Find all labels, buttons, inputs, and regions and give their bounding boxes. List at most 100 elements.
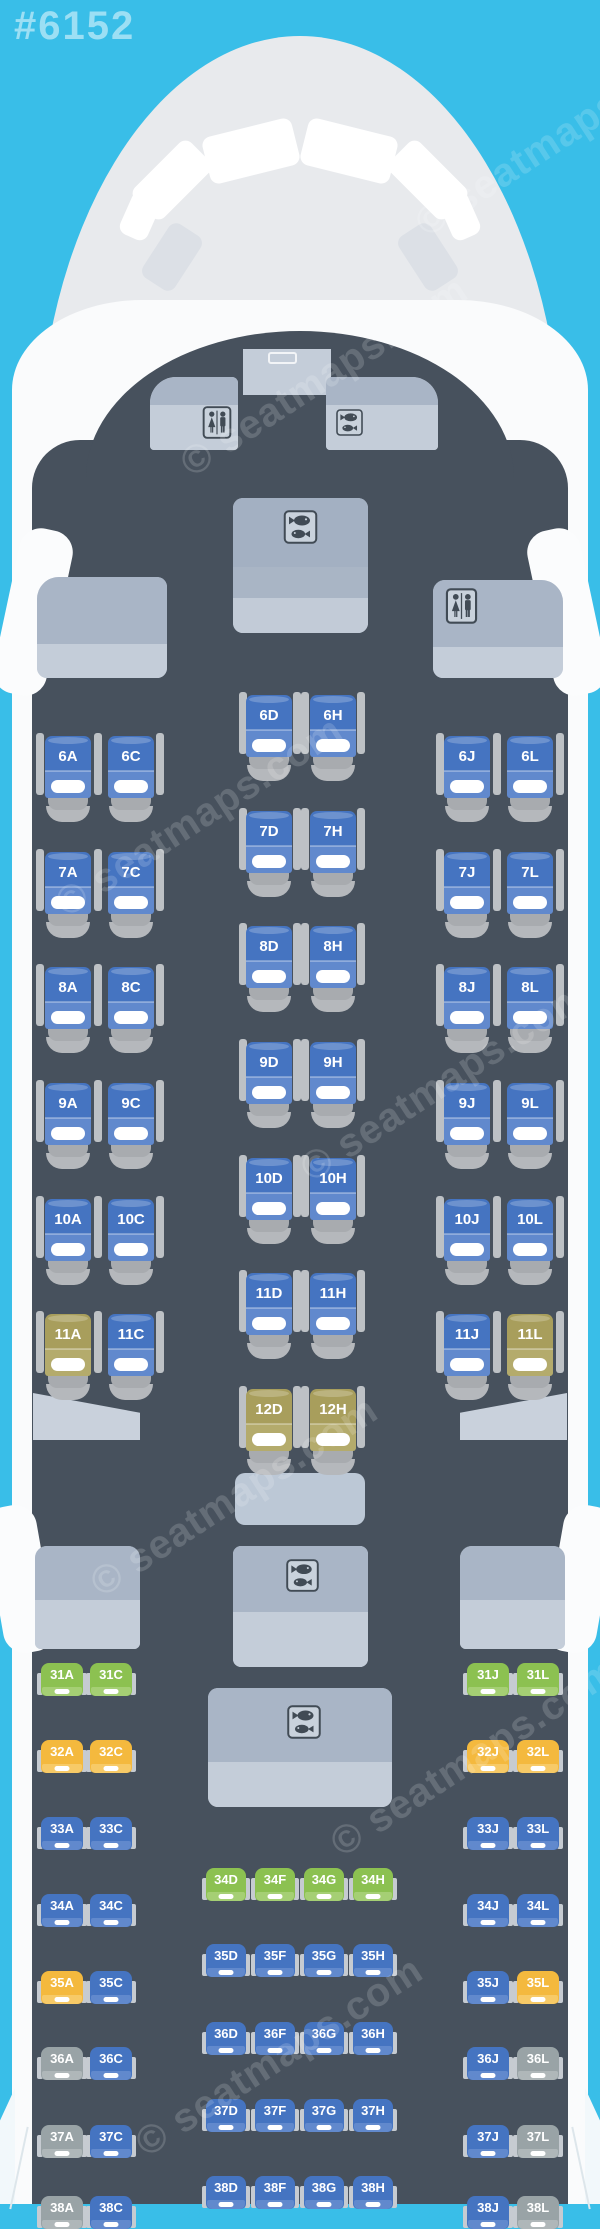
seat-31A[interactable]: 31A — [37, 1663, 87, 1696]
seat-headrest — [480, 1997, 496, 2002]
seat-31L[interactable]: 31L — [513, 1663, 563, 1696]
seat-6A[interactable]: 6A — [45, 736, 91, 826]
seat-8D[interactable]: 8D — [246, 926, 292, 1016]
seat-31C[interactable]: 31C — [86, 1663, 136, 1696]
seat-38H[interactable]: 38H — [349, 2176, 397, 2209]
seat-7J[interactable]: 7J — [444, 852, 490, 942]
seat-6J[interactable]: 6J — [444, 736, 490, 826]
seat-34F[interactable]: 34F — [251, 1868, 299, 1901]
seat-37H[interactable]: 37H — [349, 2099, 397, 2132]
seat-8J[interactable]: 8J — [444, 967, 490, 1057]
seat-32A[interactable]: 32A — [37, 1740, 87, 1773]
seat-11H[interactable]: 11H — [310, 1273, 356, 1363]
seat-8A[interactable]: 8A — [45, 967, 91, 1057]
seat-37A[interactable]: 37A — [37, 2125, 87, 2158]
seat-37F[interactable]: 37F — [251, 2099, 299, 2132]
seat-headrest — [530, 2222, 546, 2227]
seat-label: 32L — [526, 1744, 550, 1759]
seat-38D[interactable]: 38D — [202, 2176, 250, 2209]
seat-headrest — [450, 1127, 484, 1140]
seat-12H[interactable]: 12H — [310, 1389, 356, 1479]
seat-8L[interactable]: 8L — [507, 967, 553, 1057]
seat-37L[interactable]: 37L — [513, 2125, 563, 2158]
seat-ottoman — [247, 996, 291, 1012]
seat-36J[interactable]: 36J — [463, 2047, 513, 2080]
seat-12D[interactable]: 12D — [246, 1389, 292, 1479]
seat-10D[interactable]: 10D — [246, 1158, 292, 1248]
seat-38C[interactable]: 38C — [86, 2196, 136, 2229]
seat-34A[interactable]: 34A — [37, 1894, 87, 1927]
seat-6C[interactable]: 6C — [108, 736, 154, 826]
seat-9L[interactable]: 9L — [507, 1083, 553, 1173]
seat-10L[interactable]: 10L — [507, 1199, 553, 1289]
seat-7A[interactable]: 7A — [45, 852, 91, 942]
seat-34D[interactable]: 34D — [202, 1868, 250, 1901]
seat-36C[interactable]: 36C — [86, 2047, 136, 2080]
seat-35F[interactable]: 35F — [251, 1944, 299, 1977]
seat-37J[interactable]: 37J — [463, 2125, 513, 2158]
seat-6D[interactable]: 6D — [246, 695, 292, 785]
seat-11D[interactable]: 11D — [246, 1273, 292, 1363]
seat-38A[interactable]: 38A — [37, 2196, 87, 2229]
seat-33A[interactable]: 33A — [37, 1817, 87, 1850]
seat-38L[interactable]: 38L — [513, 2196, 563, 2229]
seat-label: 38A — [50, 2200, 74, 2215]
seat-9J[interactable]: 9J — [444, 1083, 490, 1173]
seat-38J[interactable]: 38J — [463, 2196, 513, 2229]
seat-36A[interactable]: 36A — [37, 2047, 87, 2080]
seat-9C[interactable]: 9C — [108, 1083, 154, 1173]
seat-6H[interactable]: 6H — [310, 695, 356, 785]
seat-33J[interactable]: 33J — [463, 1817, 513, 1850]
seat-7C[interactable]: 7C — [108, 852, 154, 942]
seat-31J[interactable]: 31J — [463, 1663, 513, 1696]
seat-36G[interactable]: 36G — [300, 2022, 348, 2055]
seat-36L[interactable]: 36L — [513, 2047, 563, 2080]
seat-37D[interactable]: 37D — [202, 2099, 250, 2132]
seat-35L[interactable]: 35L — [513, 1971, 563, 2004]
seat-10H[interactable]: 10H — [310, 1158, 356, 1248]
seat-7D[interactable]: 7D — [246, 811, 292, 901]
seat-34G[interactable]: 34G — [300, 1868, 348, 1901]
seat-35H[interactable]: 35H — [349, 1944, 397, 1977]
seat-8H[interactable]: 8H — [310, 926, 356, 1016]
seat-divider — [556, 964, 564, 1026]
seat-36D[interactable]: 36D — [202, 2022, 250, 2055]
seat-35J[interactable]: 35J — [463, 1971, 513, 2004]
seat-9H[interactable]: 9H — [310, 1042, 356, 1132]
seat-7L[interactable]: 7L — [507, 852, 553, 942]
seat-8C[interactable]: 8C — [108, 967, 154, 1057]
seat-35A[interactable]: 35A — [37, 1971, 87, 2004]
seat-37C[interactable]: 37C — [86, 2125, 136, 2158]
seat-10J[interactable]: 10J — [444, 1199, 490, 1289]
seat-headrest — [530, 1689, 546, 1694]
seat-33L[interactable]: 33L — [513, 1817, 563, 1850]
seat-35G[interactable]: 35G — [300, 1944, 348, 1977]
seat-10C[interactable]: 10C — [108, 1199, 154, 1289]
seat-35D[interactable]: 35D — [202, 1944, 250, 1977]
seat-34L[interactable]: 34L — [513, 1894, 563, 1927]
seat-32L[interactable]: 32L — [513, 1740, 563, 1773]
galley-icon — [287, 1704, 321, 1740]
seat-11L[interactable]: 11L — [507, 1314, 553, 1404]
seat-9D[interactable]: 9D — [246, 1042, 292, 1132]
seat-32C[interactable]: 32C — [86, 1740, 136, 1773]
seat-11J[interactable]: 11J — [444, 1314, 490, 1404]
seat-ottoman — [109, 1037, 153, 1053]
seat-37G[interactable]: 37G — [300, 2099, 348, 2132]
seat-11C[interactable]: 11C — [108, 1314, 154, 1404]
seat-36H[interactable]: 36H — [349, 2022, 397, 2055]
seat-9A[interactable]: 9A — [45, 1083, 91, 1173]
seat-34H[interactable]: 34H — [349, 1868, 397, 1901]
seat-34J[interactable]: 34J — [463, 1894, 513, 1927]
seat-35C[interactable]: 35C — [86, 1971, 136, 2004]
seat-32J[interactable]: 32J — [463, 1740, 513, 1773]
seat-10A[interactable]: 10A — [45, 1199, 91, 1289]
seat-6L[interactable]: 6L — [507, 736, 553, 826]
seat-33C[interactable]: 33C — [86, 1817, 136, 1850]
seat-38G[interactable]: 38G — [300, 2176, 348, 2209]
seat-7H[interactable]: 7H — [310, 811, 356, 901]
seat-11A[interactable]: 11A — [45, 1314, 91, 1404]
seat-34C[interactable]: 34C — [86, 1894, 136, 1927]
seat-38F[interactable]: 38F — [251, 2176, 299, 2209]
seat-36F[interactable]: 36F — [251, 2022, 299, 2055]
